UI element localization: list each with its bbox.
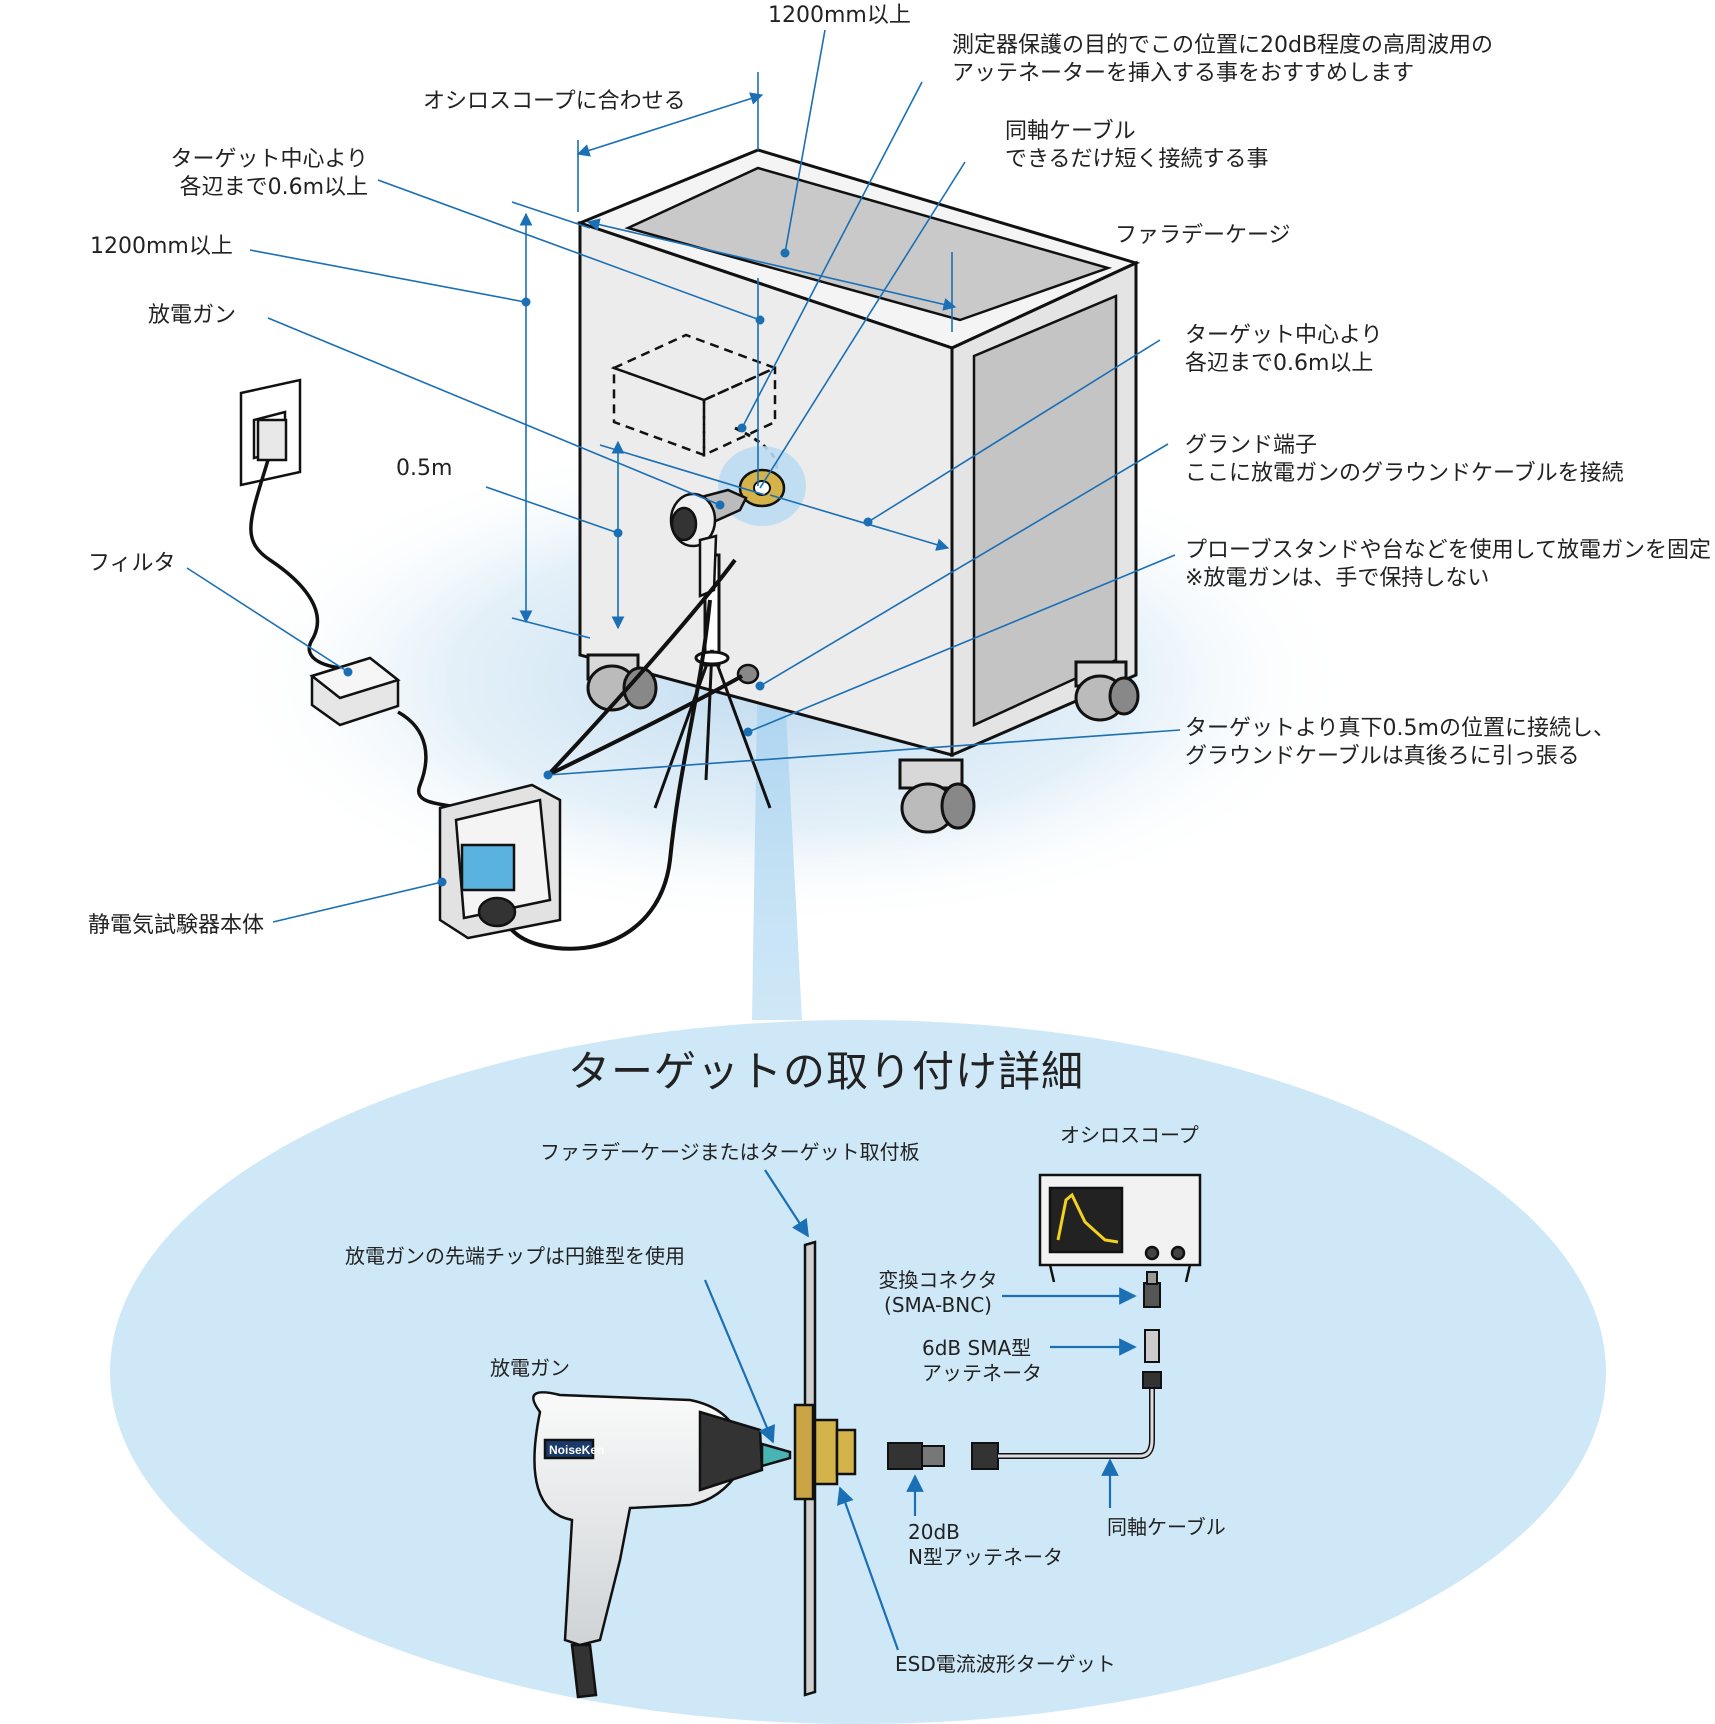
attenuator-note-line-1: 測定器保護の目的でこの位置に20dB程度の高周波用の bbox=[952, 33, 1494, 58]
probe-stand-line-1: プローブスタンドや台などを使用して放電ガンを固定 bbox=[1185, 538, 1712, 563]
target-center-right-label: ターゲット中心より 各辺まで0.6m以上 bbox=[1185, 322, 1383, 377]
coax-note-line-2: できるだけ短く接続する事 bbox=[1005, 146, 1269, 172]
tester-body-label: 静電気試験器本体 bbox=[88, 913, 265, 938]
discharge-gun-label: 放電ガン bbox=[148, 303, 237, 328]
ground-terminal-line-1: グランド端子 bbox=[1185, 433, 1318, 458]
probe-stand-label: プローブスタンドや台などを使用して放電ガンを固定 ※放電ガンは、手で保持しない bbox=[1185, 537, 1711, 592]
tester-body bbox=[438, 783, 562, 940]
sma-attenuator-label: 6dB SMA型 アッテネータ bbox=[922, 1336, 1042, 1386]
attenuator-note-line-2: アッテネーターを挿入する事をおすすめします bbox=[952, 60, 1415, 86]
detail-leaders bbox=[703, 1169, 1137, 1651]
n-attenuator-line-1: 20dB bbox=[908, 1520, 960, 1544]
faraday-cage-label: ファラデーケージ bbox=[1115, 223, 1291, 248]
power-cord bbox=[249, 459, 346, 670]
ground-terminal bbox=[736, 663, 760, 685]
esd-target-detail bbox=[793, 1403, 857, 1501]
tip-note-label: 放電ガンの先端チップは円錐型を使用 bbox=[345, 1244, 685, 1268]
detail-title: ターゲットの取り付け詳細 bbox=[568, 1047, 1085, 1096]
detail-gun-label: 放電ガン bbox=[490, 1356, 570, 1380]
target-center-left-label: ターゲット中心より 各辺まで0.6m以上 bbox=[150, 146, 368, 201]
n-attenuator-line-2: N型アッテネータ bbox=[908, 1545, 1063, 1569]
detail-bubble bbox=[110, 1020, 1606, 1724]
oscilloscope-detail bbox=[1038, 1173, 1202, 1283]
target-center-right-line-1: ターゲット中心より bbox=[1185, 323, 1383, 348]
leader-lines bbox=[186, 29, 1181, 923]
coax-note: 同軸ケーブル できるだけ短く接続する事 bbox=[1005, 118, 1269, 173]
cage-wheels bbox=[586, 653, 1140, 834]
filter-box bbox=[309, 656, 401, 727]
n-attenuator bbox=[887, 1442, 945, 1470]
cage-or-plate-label: ファラデーケージまたはターゲット取付板 bbox=[540, 1140, 920, 1164]
n-attenuator-label: 20dB N型アッテネータ bbox=[908, 1520, 1063, 1570]
discharge-gun-detail bbox=[532, 1391, 792, 1699]
converter-label: 変換コネクタ (SMA-BNC) bbox=[868, 1268, 1008, 1318]
faraday-cage bbox=[575, 148, 1141, 758]
gun-cable bbox=[503, 599, 712, 951]
coax-note-line-1: 同軸ケーブル bbox=[1005, 119, 1136, 144]
target-small bbox=[738, 468, 786, 508]
ground-below-line-2: グラウンドケーブルは真後ろに引っ張る bbox=[1185, 743, 1580, 769]
dimension-height-label: 1200mm以上 bbox=[90, 234, 233, 259]
leader-dots bbox=[343, 248, 873, 887]
ground-terminal-label: グランド端子 ここに放電ガンのグラウンドケーブルを接続 bbox=[1185, 432, 1624, 487]
coax-detail bbox=[971, 1371, 1162, 1470]
converter-line-1: 変換コネクタ bbox=[878, 1268, 998, 1292]
dimension-width-label: 1200mm以上 bbox=[768, 3, 911, 28]
filter-label: フィルタ bbox=[88, 551, 176, 576]
ground-terminal-line-2: ここに放電ガンのグラウンドケーブルを接続 bbox=[1185, 460, 1624, 486]
target-center-right-line-2: 各辺まで0.6m以上 bbox=[1185, 350, 1374, 376]
attenuator-note: 測定器保護の目的でこの位置に20dB程度の高周波用の アッテネーターを挿入する事… bbox=[952, 32, 1493, 87]
sma-attenuator-line-2: アッテネータ bbox=[922, 1361, 1042, 1385]
target-center-left-line-2: 各辺まで0.6m以上 bbox=[179, 174, 368, 200]
probe-stand-line-2: ※放電ガンは、手で保持しない bbox=[1185, 565, 1490, 591]
esd-target-label: ESD電流波形ターゲット bbox=[895, 1652, 1116, 1676]
oscilloscope-label: オシロスコープ bbox=[1060, 1123, 1199, 1147]
ground-below-label: ターゲットより真下0.5mの位置に接続し、 グラウンドケーブルは真後ろに引っ張る bbox=[1185, 715, 1615, 770]
sma-parts bbox=[1143, 1271, 1161, 1363]
hidden-oscilloscope bbox=[610, 333, 779, 457]
wall-outlet bbox=[239, 378, 302, 487]
sma-attenuator-line-1: 6dB SMA型 bbox=[922, 1336, 1032, 1360]
ground-below-line-1: ターゲットより真下0.5mの位置に接続し、 bbox=[1185, 716, 1615, 741]
converter-line-2: (SMA-BNC) bbox=[884, 1293, 992, 1317]
dimension-05-label: 0.5m bbox=[396, 456, 453, 481]
oscilloscope-align-label: オシロスコープに合わせる bbox=[423, 89, 686, 114]
gun-brand-logo: NoiseKen bbox=[549, 1443, 604, 1457]
coax-detail-label: 同軸ケーブル bbox=[1107, 1515, 1226, 1539]
target-center-left-line-1: ターゲット中心より bbox=[170, 147, 368, 172]
